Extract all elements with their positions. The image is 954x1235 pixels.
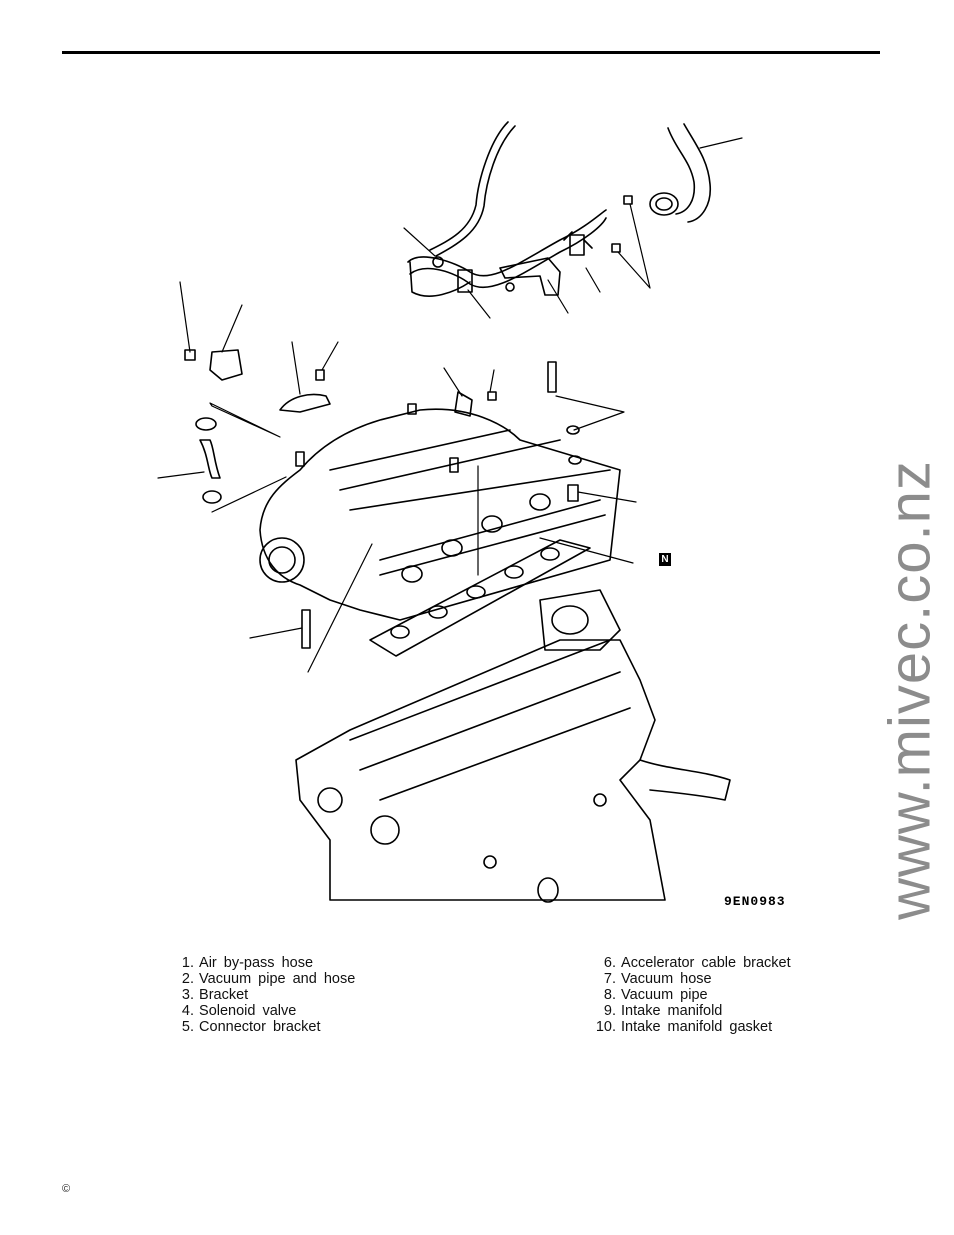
leader-lines — [157, 137, 743, 673]
exploded-view-figure — [150, 105, 810, 910]
legend-number: 6 — [603, 955, 612, 971]
legend-dot: . — [612, 1003, 617, 1019]
vacuum-hose-drawing — [407, 121, 607, 297]
legend-number: 7 — [603, 971, 612, 987]
legend-dot: . — [190, 955, 195, 971]
figure-code: 9EN0983 — [724, 894, 786, 909]
legend-label: Intake manifold gasket — [621, 1019, 773, 1035]
site-watermark: www.mivec.co.nz — [877, 460, 943, 920]
legend-item: 6.Accelerator cable bracket — [588, 955, 791, 971]
legend-label: Accelerator cable bracket — [621, 955, 791, 971]
legend-label: Vacuum hose — [621, 971, 712, 987]
legend-number: 5 — [181, 1019, 190, 1035]
legend-item: 1.Air by-pass hose — [166, 955, 355, 971]
legend-dot: . — [190, 971, 195, 987]
legend-number: 1 — [181, 955, 190, 971]
legend-label: Solenoid valve — [199, 1003, 297, 1019]
legend-label: Connector bracket — [199, 1019, 321, 1035]
engine-head-drawing — [295, 589, 731, 903]
legend-item: 7.Vacuum hose — [588, 971, 791, 987]
new-part-marker: N — [659, 553, 671, 566]
legend-number: 4 — [181, 1003, 190, 1019]
intake-gasket-drawing — [301, 539, 591, 657]
legend-label: Vacuum pipe and hose — [199, 971, 356, 987]
legend-dot: . — [190, 1019, 195, 1035]
intake-manifold-exploded-diagram — [157, 121, 743, 903]
legend-number: 3 — [181, 987, 190, 1003]
legend-label: Vacuum pipe — [621, 987, 708, 1003]
legend-dot: . — [612, 955, 617, 971]
legend-number: 9 — [603, 1003, 612, 1019]
legend-number: 2 — [181, 971, 190, 987]
legend-dot: . — [190, 987, 195, 1003]
legend-dot: . — [612, 1019, 617, 1035]
intake-manifold-drawing — [259, 361, 621, 621]
parts-legend-right: 6.Accelerator cable bracket 7.Vacuum hos… — [588, 955, 791, 1035]
parts-legend-left: 1.Air by-pass hose 2.Vacuum pipe and hos… — [166, 955, 355, 1035]
legend-item: 9.Intake manifold — [588, 1003, 791, 1019]
legend-item: 4.Solenoid valve — [166, 1003, 355, 1019]
legend-item: 3.Bracket — [166, 987, 355, 1003]
legend-item: 5.Connector bracket — [166, 1019, 355, 1035]
legend-dot: . — [190, 1003, 195, 1019]
legend-label: Intake manifold — [621, 1003, 723, 1019]
copyright-symbol: © — [62, 1183, 71, 1195]
legend-item: 8.Vacuum pipe — [588, 987, 791, 1003]
legend-label: Bracket — [199, 987, 249, 1003]
legend-label: Air by-pass hose — [199, 955, 314, 971]
small-parts-drawing — [184, 349, 497, 504]
header-rule — [62, 51, 880, 54]
air-bypass-hose-drawing — [611, 123, 712, 253]
legend-item: 10.Intake manifold gasket — [588, 1019, 791, 1035]
bracket-drawing — [499, 231, 593, 296]
legend-dot: . — [612, 987, 617, 1003]
legend-dot: . — [612, 971, 617, 987]
legend-number: 8 — [603, 987, 612, 1003]
legend-item: 2.Vacuum pipe and hose — [166, 971, 355, 987]
legend-number: 10 — [595, 1019, 612, 1035]
